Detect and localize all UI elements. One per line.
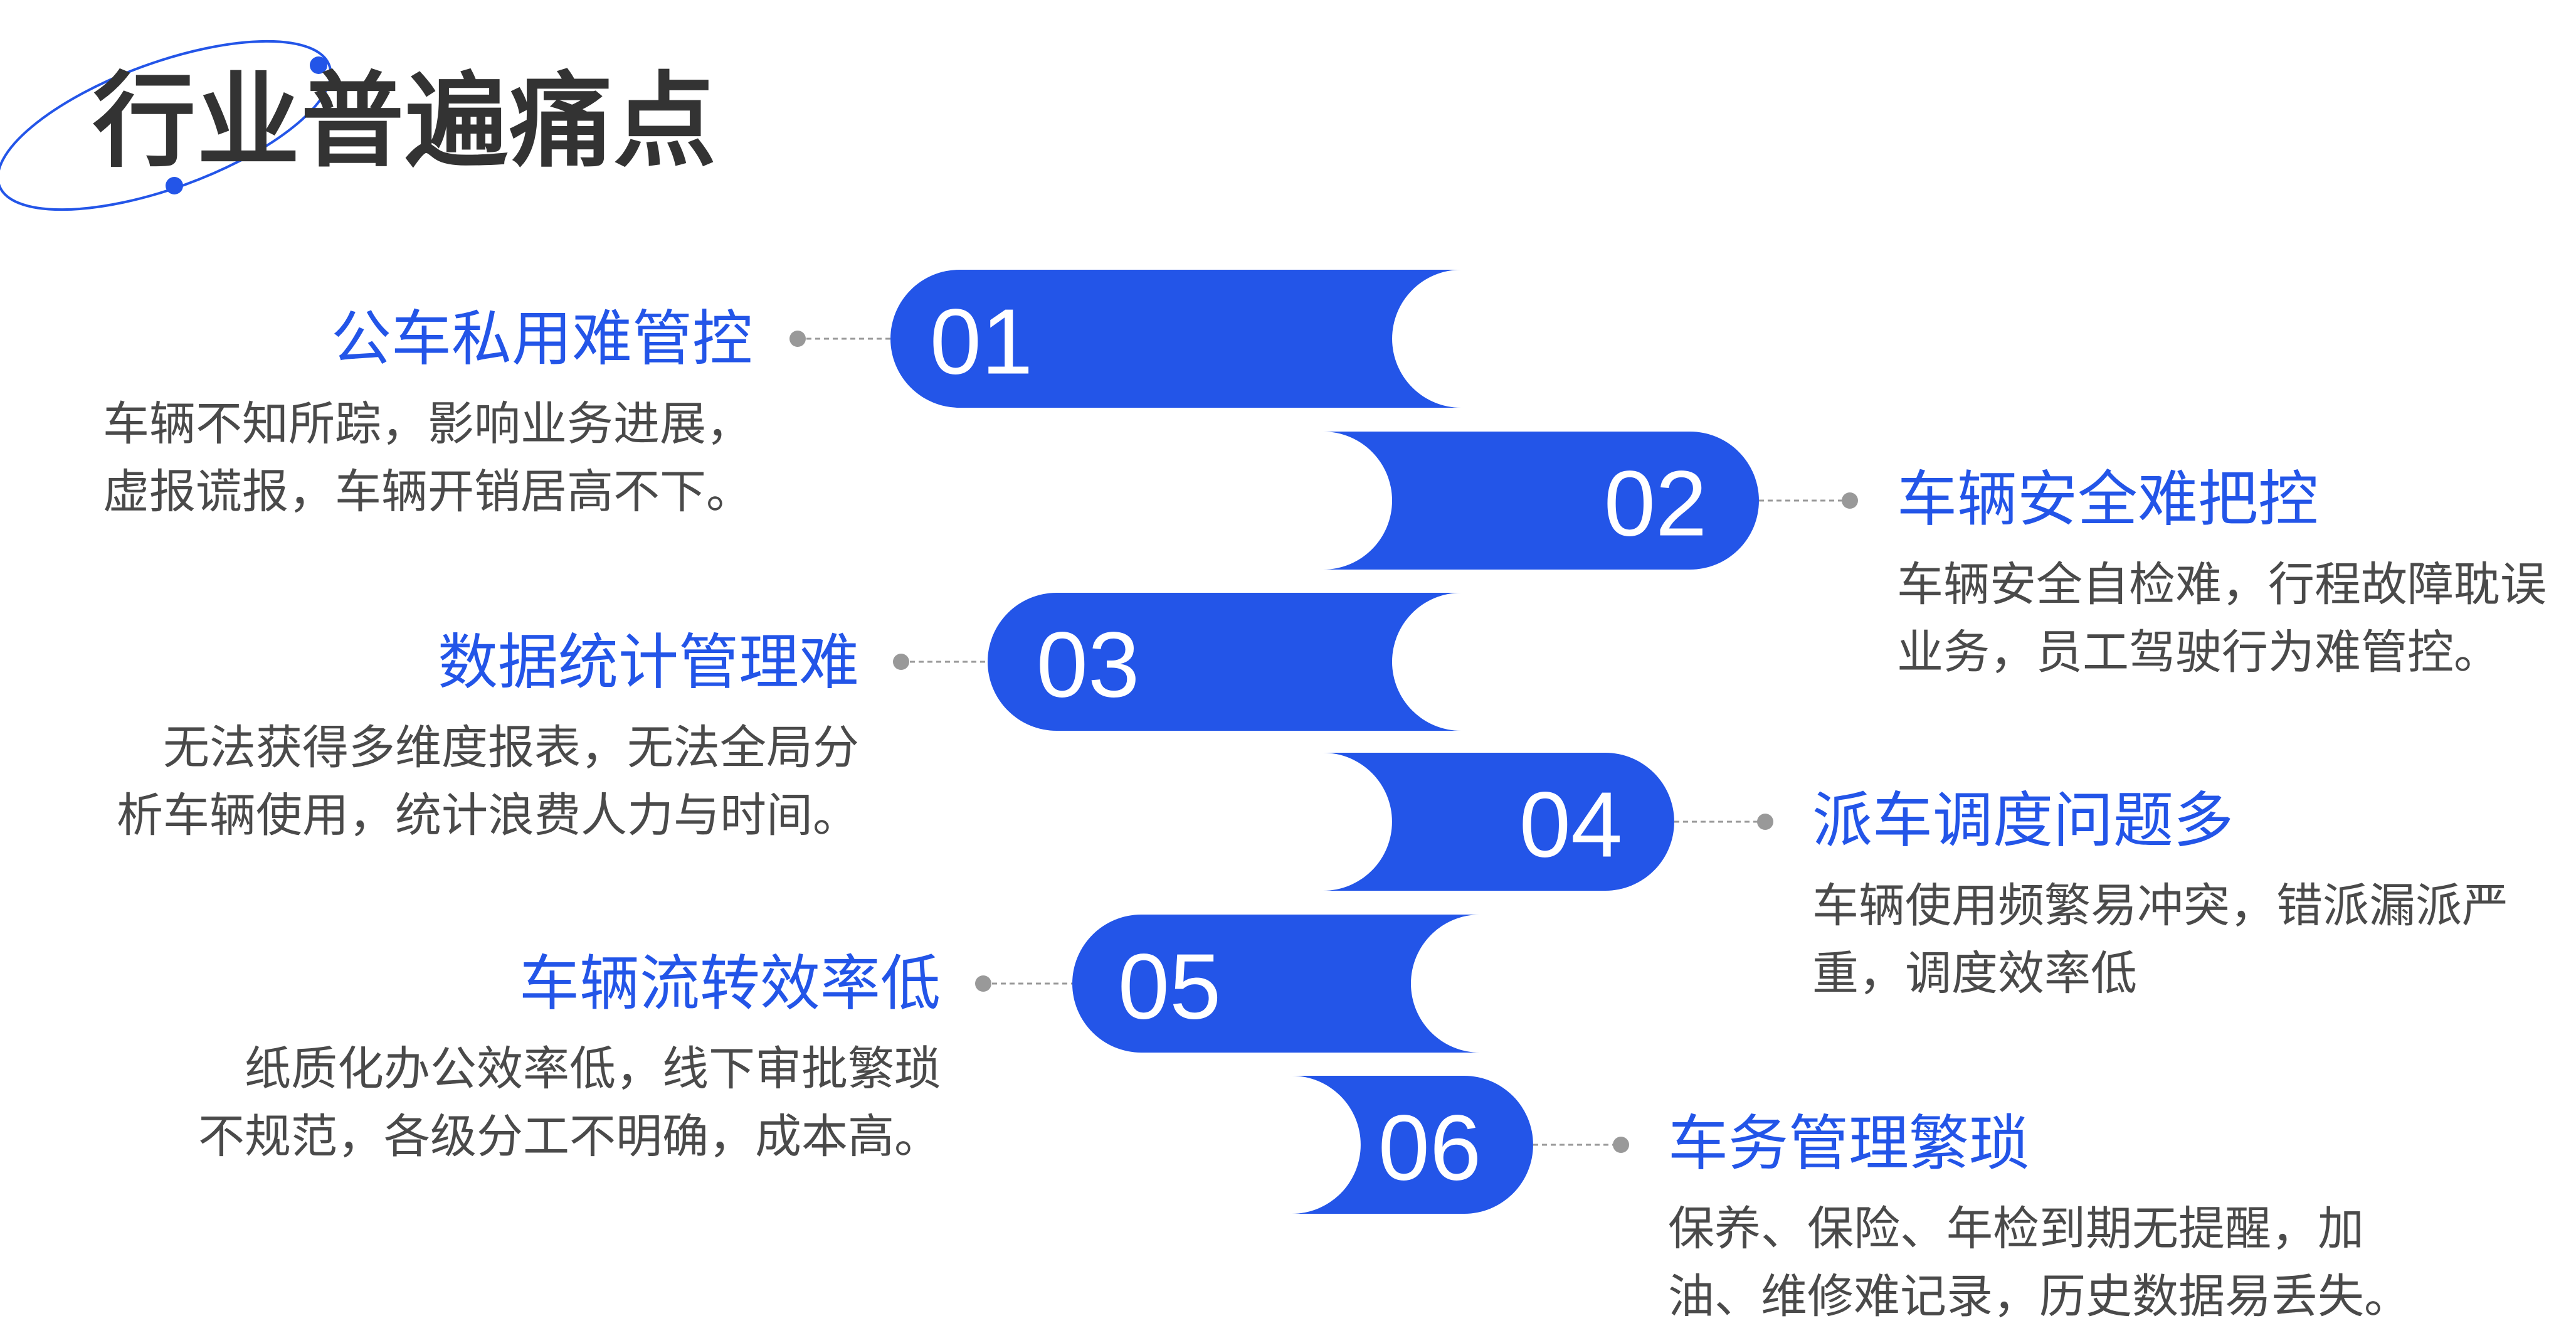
desc-03: 无法获得多维度报表，无法全局分 析车辆使用，统计浪费人力与时间。	[117, 714, 859, 849]
pill-group-02: 02	[1323, 432, 1858, 570]
pill-number-05: 05	[1118, 935, 1222, 1039]
desc-03-line2: 析车辆使用，统计浪费人力与时间。	[117, 788, 859, 842]
orbit-ellipse	[0, 40, 332, 211]
desc-05: 纸质化办公效率低，线下审批繁琐 不规范，各级分工不明确，成本高。	[198, 1035, 941, 1170]
heading-03: 数据统计管理难	[438, 627, 859, 698]
pill-06	[1292, 1076, 1533, 1214]
heading-01: 公车私用难管控	[331, 304, 752, 374]
pill-01	[890, 270, 1461, 408]
desc-03-line1: 无法获得多维度报表，无法全局分	[163, 721, 859, 775]
page-title: 行业普遍痛点	[93, 61, 718, 181]
pill-05	[1072, 915, 1480, 1053]
connector-dot-06	[1613, 1137, 1629, 1153]
pill-03	[988, 593, 1461, 731]
pill-number-06: 06	[1378, 1096, 1482, 1200]
pill-group-06: 06	[1292, 1076, 1629, 1214]
pill-number-03: 03	[1037, 613, 1140, 717]
desc-01-line1: 车辆不知所踪，影响业务进展，	[103, 397, 752, 451]
desc-06-line2: 油、维修难记录，历史数据易丢失。	[1668, 1270, 2410, 1324]
pill-number-02: 02	[1604, 452, 1708, 556]
pill-group-03: 03	[893, 593, 1461, 731]
orbit-dot-bottom	[166, 177, 183, 194]
heading-06: 车务管理繁琐	[1668, 1108, 2029, 1179]
desc-02-line1: 车辆安全自检难，行程故障耽误	[1897, 558, 2547, 612]
orbit-dot-top	[310, 56, 327, 74]
desc-02-line2: 业务，员工驾驶行为难管控。	[1897, 625, 2500, 679]
heading-05: 车辆流转效率低	[519, 948, 941, 1019]
orbit-decoration	[0, 40, 332, 211]
desc-04-line2: 重，调度效率低	[1812, 947, 2137, 1001]
desc-05-line1: 纸质化办公效率低，线下审批繁琐	[245, 1042, 941, 1096]
pill-group-05: 05	[975, 915, 1480, 1053]
desc-04: 车辆使用频繁易冲突，错派漏派严 重，调度效率低	[1812, 872, 2508, 1007]
desc-05-line2: 不规范，各级分工不明确，成本高。	[198, 1110, 941, 1164]
pill-02	[1323, 432, 1759, 570]
pill-04	[1323, 753, 1674, 891]
pill-number-01: 01	[930, 290, 1033, 394]
connector-dot-03	[893, 654, 909, 670]
pill-group-04: 04	[1323, 753, 1773, 891]
pill-group-01: 01	[789, 270, 1461, 408]
desc-06-line1: 保养、保险、年检到期无提醒，加	[1668, 1202, 2364, 1256]
heading-02: 车辆安全难把控	[1897, 464, 2318, 534]
desc-01-line2: 虚报谎报，车辆开销居高不下。	[103, 465, 752, 519]
heading-04: 派车调度问题多	[1812, 785, 2234, 856]
desc-01: 车辆不知所踪，影响业务进展， 虚报谎报，车辆开销居高不下。	[103, 390, 752, 526]
desc-02: 车辆安全自检难，行程故障耽误 业务，员工驾驶行为难管控。	[1897, 551, 2547, 686]
desc-04-line1: 车辆使用频繁易冲突，错派漏派严	[1812, 879, 2508, 933]
pill-number-04: 04	[1519, 773, 1623, 877]
connector-dot-05	[975, 975, 991, 992]
connector-dot-01	[789, 331, 806, 347]
desc-06: 保养、保险、年检到期无提醒，加 油、维修难记录，历史数据易丢失。	[1668, 1195, 2410, 1330]
connector-dot-02	[1842, 492, 1858, 509]
connector-dot-04	[1757, 814, 1773, 830]
